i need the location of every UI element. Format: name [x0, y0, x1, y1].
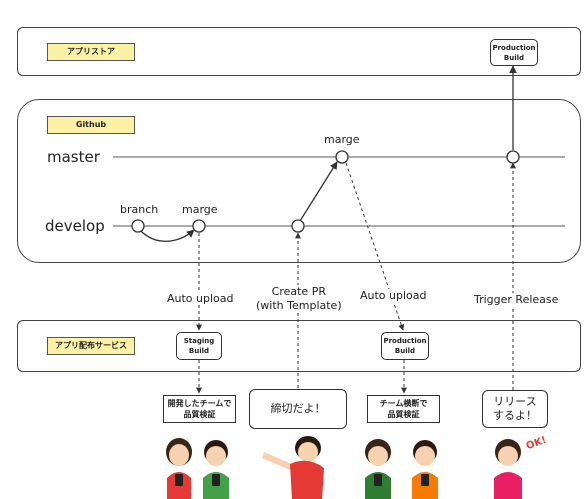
release-bubble: リリース するよ！ — [482, 390, 548, 428]
branch-label: branch — [120, 203, 159, 216]
release-node — [506, 150, 520, 164]
person-dev-1 — [166, 438, 192, 499]
deadline-bubble: 締切だよ！ — [249, 389, 347, 429]
trigger-release-label: Trigger Release — [472, 293, 561, 306]
staging-build: Staging Build — [176, 332, 222, 360]
person-release-manager — [494, 439, 522, 499]
create-pr-label: Create PR (with Template) — [256, 285, 342, 313]
branch-curve — [139, 229, 195, 242]
master-merge-label: marge — [324, 133, 360, 146]
merge-to-master-line — [299, 161, 338, 222]
production-build-appstore: Production Build — [490, 39, 538, 66]
master-merge-node — [335, 150, 349, 164]
person-manager — [262, 436, 324, 499]
cross-team-qa-note: チーム横断で 品質検証 — [367, 395, 440, 423]
develop-merge-node — [192, 219, 206, 233]
person-dev-2 — [203, 440, 229, 499]
master-branch-label: master — [47, 148, 100, 166]
github-lane-label: Github — [47, 116, 135, 134]
production-build-distribution: Production Build — [381, 332, 429, 360]
dev-team-qa-note: 開発したチームで 品質検証 — [163, 395, 236, 423]
pr-node — [291, 219, 305, 233]
develop-merge-label: marge — [182, 203, 218, 216]
develop-branch-label: develop — [45, 217, 105, 235]
distribution-lane-label: アプリ配布サービス — [47, 337, 135, 355]
auto-upload-staging-label: Auto upload — [165, 292, 236, 305]
person-qa-2 — [412, 440, 438, 499]
person-qa-1 — [365, 439, 391, 499]
appstore-lane-label: アプリストア — [47, 43, 135, 61]
auto-upload-production-label: Auto upload — [358, 289, 429, 302]
branch-node — [131, 219, 145, 233]
